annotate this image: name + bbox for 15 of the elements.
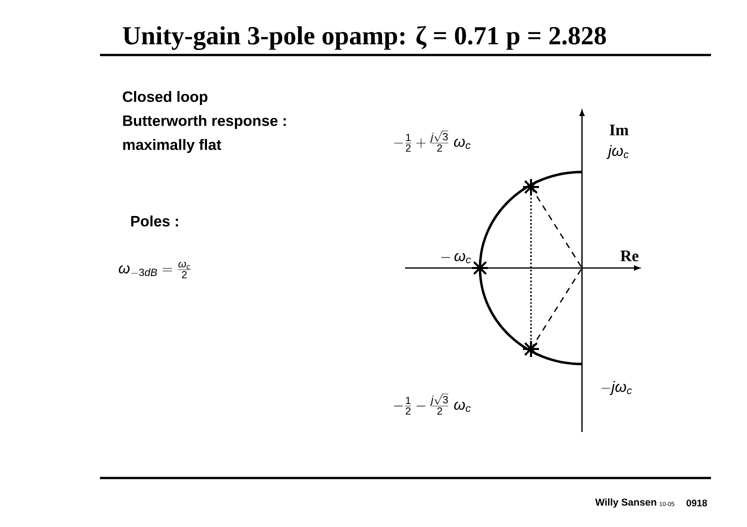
formula: $\omega_{-3dB} = \frac{\omega_c}{2}$ xyxy=(118,262,191,278)
pole-label: $-\frac{1}{2}+\frac{j\sqrt{3}}{2}\;\omega_c$ xyxy=(394,130,470,152)
body-text: Butterworth response : xyxy=(123,115,286,129)
pole-label: $-\,\omega_c$ xyxy=(441,252,471,264)
body-text: Poles : xyxy=(131,216,178,226)
body-text: maximally flat xyxy=(123,139,222,153)
axis-label: Im xyxy=(610,124,628,136)
axis-value-label: $j\omega_c$ xyxy=(606,145,629,159)
slide-number: 0918 xyxy=(686,500,708,506)
title: Unity-gain 3-pole opamp: ζ = 0.71 p = 2.828 xyxy=(122,26,606,50)
axis-value-label: $-j\omega_c$ xyxy=(601,381,632,395)
body-text: Closed loop xyxy=(122,91,208,105)
axis-label: Re xyxy=(620,250,638,262)
pole-label: $-\frac{1}{2}-\frac{j\sqrt{3}}{2}\;\omega_c$ xyxy=(394,394,471,415)
author-name: Willy Sansen xyxy=(595,498,656,508)
